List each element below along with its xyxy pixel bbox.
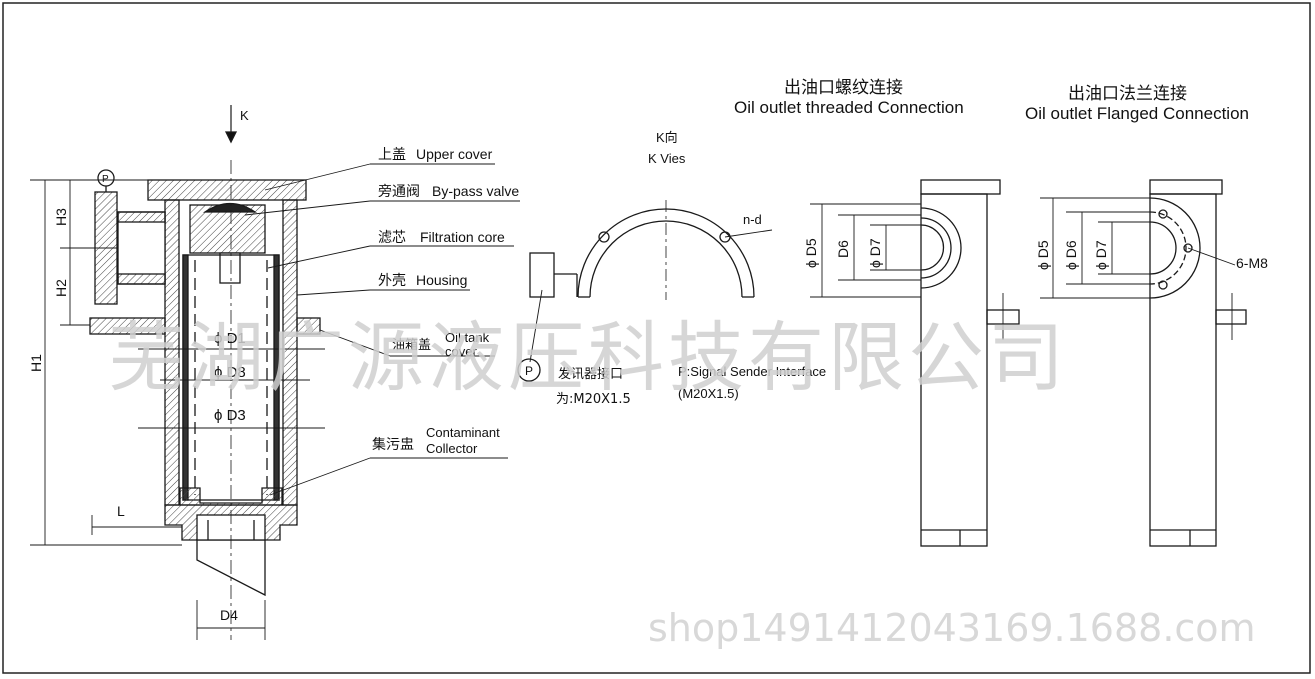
dim-d4: D4 <box>220 607 238 623</box>
p-port-label: P <box>102 174 109 185</box>
threaded-d6: D6 <box>835 240 851 258</box>
threaded-title-cn: 出油口螺纹连接 <box>784 78 903 98</box>
tank-cover-left <box>89 317 166 335</box>
upper-cover-en: Upper cover <box>416 146 493 162</box>
upper-cover-cn: 上盖 <box>378 147 406 163</box>
signal-p-letter: P <box>525 364 533 378</box>
k-view <box>517 200 773 382</box>
k-view-en: K Vies <box>648 151 686 166</box>
filtration-core-cn: 滤芯 <box>378 230 406 246</box>
leader-lines <box>244 163 520 496</box>
tank-cover-en-1: Oil tank <box>445 330 490 345</box>
housing-en: Housing <box>416 272 467 288</box>
flanged-bolt-hole <box>1158 209 1168 219</box>
shop-url-watermark: shop1491412043169.1688.com <box>648 606 1256 650</box>
flanged-title-en: Oil outlet Flanged Connection <box>1025 104 1249 123</box>
bypass-valve-en: By-pass valve <box>432 183 519 199</box>
flanged-m8: 6-M8 <box>1236 255 1268 271</box>
housing-cn: 外壳 <box>378 272 406 289</box>
dim-l: L <box>117 503 125 519</box>
dim-d1: ϕ D1 <box>214 330 246 347</box>
k-view-bolt-hole <box>719 231 731 243</box>
dim-d3: ϕ D3 <box>214 407 246 424</box>
inlet-pipe <box>117 211 166 285</box>
threaded-dimensions <box>810 203 921 298</box>
collector-cn: 集污盅 <box>372 436 414 453</box>
flanged-body <box>1149 193 1217 547</box>
dim-h1: H1 <box>28 354 44 372</box>
flanged-d5: ϕ D5 <box>1035 240 1051 270</box>
tank-cover-cn: 油箱盖 <box>392 337 431 353</box>
threaded-port-outer <box>920 207 962 289</box>
flanged-d7: ϕ D7 <box>1093 240 1109 270</box>
signal-cn-1: 发讯器接口 <box>558 366 623 382</box>
collector-en-1: Contaminant <box>426 425 500 440</box>
flanged-title-cn: 出油口法兰连接 <box>1068 84 1187 104</box>
tank-cover-en-2: cover <box>445 344 477 359</box>
main-dimensions <box>30 179 325 640</box>
upper-cover <box>147 179 307 201</box>
outlet-pipe-cut <box>196 540 266 597</box>
flanged-view <box>1149 179 1247 547</box>
threaded-title-en: Oil outlet threaded Connection <box>734 98 964 117</box>
signal-en-1: P:Signal Sender Interface <box>678 364 826 379</box>
threaded-view <box>920 179 1020 547</box>
flanged-dimensions <box>1040 197 1150 299</box>
k-view-nd: n-d <box>743 212 762 227</box>
dim-h3: H3 <box>53 208 69 226</box>
dim-h2: H2 <box>53 279 69 297</box>
k-view-signal-port <box>529 252 555 298</box>
contaminant-collector <box>179 487 283 506</box>
k-view-cn: K向 <box>656 130 678 145</box>
signal-cn-2: 为:M20X1.5 <box>556 392 631 407</box>
bypass-valve <box>189 204 266 254</box>
threaded-d7: ϕ D7 <box>867 238 883 268</box>
threaded-d5: ϕ D5 <box>803 238 819 268</box>
bypass-valve-cn: 旁通阀 <box>378 183 420 200</box>
flanged-port-outer <box>1149 197 1201 299</box>
threaded-body <box>920 193 988 547</box>
filtration-core-en: Filtration core <box>420 229 505 245</box>
k-view-inner-arc <box>589 220 743 298</box>
dim-d8: ϕ D8 <box>214 364 246 381</box>
flanged-d6: ϕ D6 <box>1063 240 1079 270</box>
k-arrow-label: K <box>240 108 249 123</box>
tank-cover-right <box>296 317 321 335</box>
flanged-mount <box>1215 309 1247 325</box>
signal-p-circle <box>517 358 541 382</box>
company-watermark: 芜湖广源液压科技有限公司 <box>108 313 1068 402</box>
main-section-view <box>89 105 321 640</box>
bypass-valve-head <box>202 202 258 213</box>
collector-en-2: Collector <box>426 441 478 456</box>
signal-en-2: (M20X1.5) <box>678 386 739 401</box>
